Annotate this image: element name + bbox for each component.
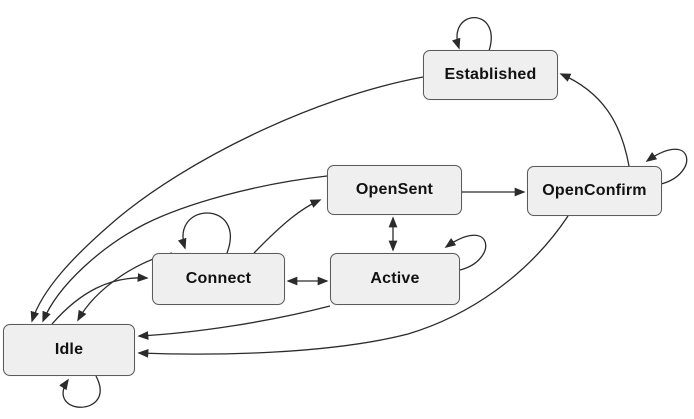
edge-idle-to-connect [51,273,149,325]
edge-openconfirm-self-loop [645,148,688,185]
edge-active-self-loop [444,234,487,271]
state-node-openconfirm: OpenConfirm [527,166,662,216]
edge-idle-self-loop [59,375,101,408]
state-node-active: Active [330,253,460,305]
edge-active-to-idle [137,305,331,340]
state-node-connect: Connect [152,253,285,305]
state-label-connect: Connect [185,270,252,287]
state-label-idle: Idle [54,341,84,358]
state-node-opensent: OpenSent [327,165,462,215]
edge-openconfirm-to-established [559,73,630,167]
edge-established-self-loop [451,17,492,52]
state-label-opensent: OpenSent [355,181,434,198]
state-label-active: Active [370,270,420,287]
edge-connect-to-opensent [253,199,322,254]
state-node-established: Established [423,50,558,100]
state-label-established: Established [444,66,537,83]
edge-opensent-to-idle [42,175,328,323]
edge-established-to-idle [30,76,424,323]
state-label-openconfirm: OpenConfirm [542,182,647,199]
state-node-idle: Idle [3,324,135,376]
edge-openconfirm-to-idle [137,215,569,358]
edge-connect-self-loop [177,212,231,254]
